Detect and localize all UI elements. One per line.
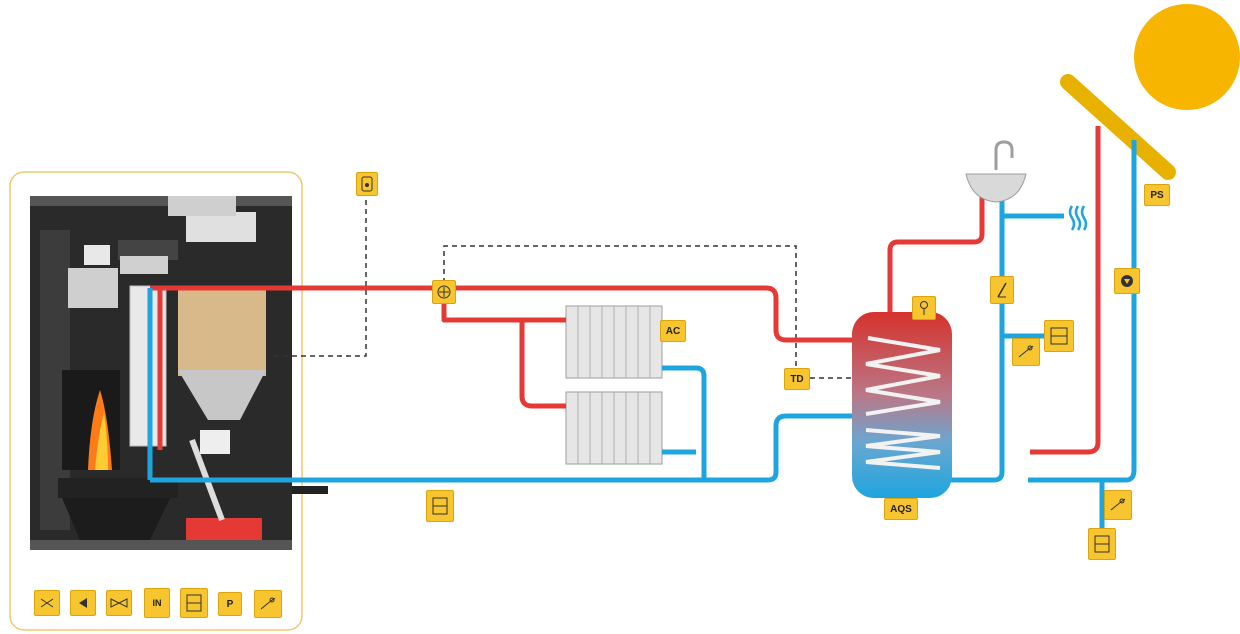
pump-icon bbox=[70, 590, 96, 616]
mixing-valve-icon bbox=[432, 280, 456, 304]
mixing-valve-icon bbox=[106, 590, 132, 616]
radiator-lower bbox=[565, 391, 663, 465]
solar-panel bbox=[1060, 74, 1176, 180]
sun bbox=[1134, 4, 1240, 110]
safety-valve-icon bbox=[990, 276, 1014, 304]
safety-valve-icon bbox=[254, 590, 282, 618]
expansion-vessel-icon bbox=[426, 490, 454, 522]
temperature-probe-in: IN bbox=[144, 588, 170, 618]
solar-panel-label: PS bbox=[1144, 184, 1170, 206]
cold-pipes bbox=[147, 140, 1137, 530]
sink bbox=[965, 140, 1027, 203]
expansion-vessel-icon bbox=[1088, 528, 1116, 560]
storage-tank bbox=[852, 312, 952, 498]
tank-label: AQS bbox=[884, 498, 918, 520]
pump-icon bbox=[1114, 268, 1140, 294]
temperature-probe-icon bbox=[912, 296, 936, 320]
expansion-vessel-icon bbox=[180, 588, 208, 618]
pellet-boiler bbox=[30, 196, 328, 550]
steam-vent-icon bbox=[1068, 205, 1088, 231]
control-in-label: IN bbox=[152, 598, 162, 608]
dashed-control-line-boiler bbox=[274, 196, 367, 357]
mixing-valve-icon bbox=[34, 590, 60, 616]
boiler-frame bbox=[9, 171, 303, 631]
expansion-vessel-icon bbox=[1044, 320, 1074, 352]
room-sensor-icon bbox=[356, 172, 378, 196]
safety-valve-icon bbox=[1104, 490, 1132, 520]
safety-valve-icon bbox=[1012, 338, 1040, 366]
dashed-control-line-loop bbox=[443, 245, 797, 370]
radiator-label: AC bbox=[660, 320, 686, 342]
control-p-label: P bbox=[218, 592, 242, 616]
radiator-upper bbox=[565, 305, 663, 379]
thermostat-label: TD bbox=[784, 368, 810, 390]
